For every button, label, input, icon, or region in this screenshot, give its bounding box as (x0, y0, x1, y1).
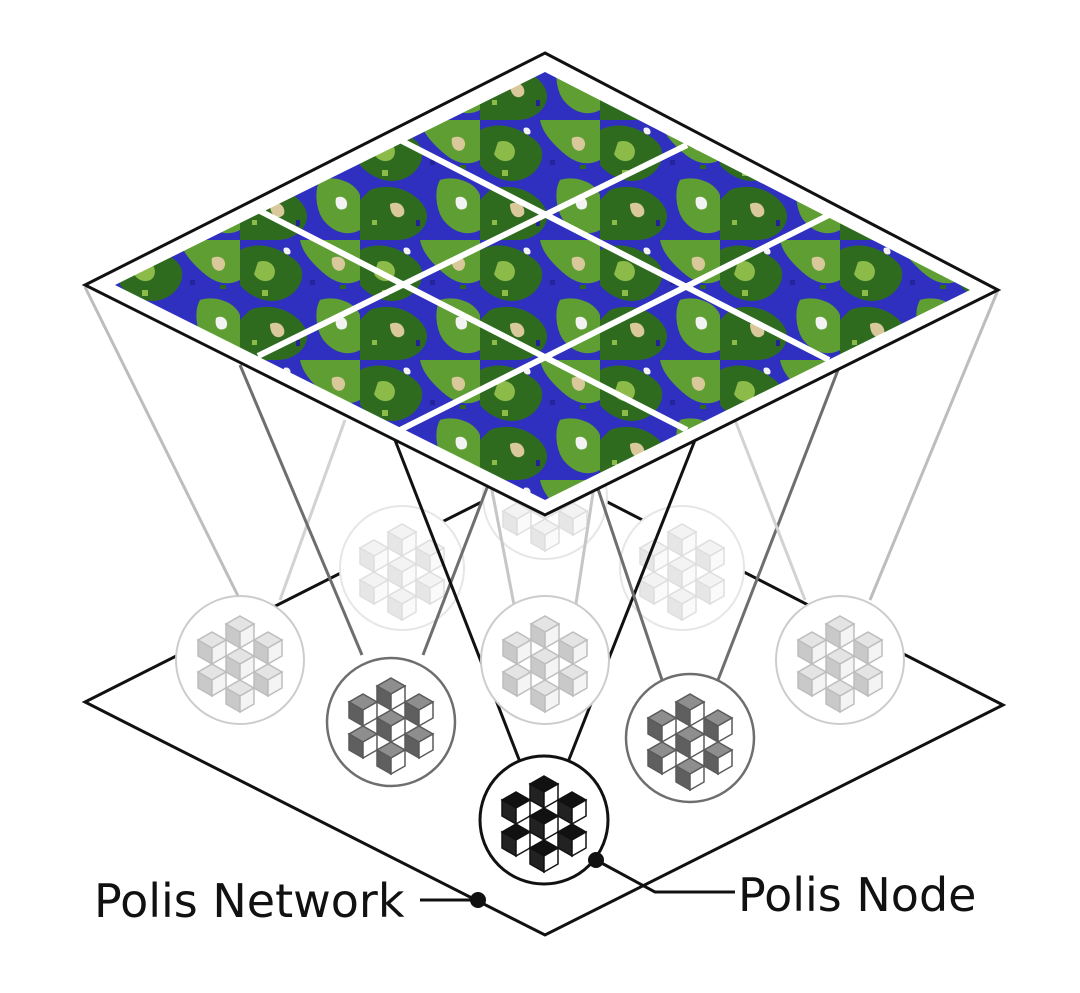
node-left-light (175, 595, 305, 725)
connection-lines (83, 286, 1000, 763)
network-callout (420, 892, 486, 908)
node-callout (588, 852, 735, 894)
node-back-right (619, 505, 745, 631)
world-map-grid (81, 51, 1002, 517)
node-right-mid (624, 672, 756, 804)
node-front-dark (478, 754, 610, 886)
polis-node-label: Polis Node (738, 868, 976, 922)
polis-network-label: Polis Network (94, 874, 405, 928)
node-center-light (480, 595, 610, 725)
node-right-light (775, 595, 905, 725)
node-left-mid (325, 656, 457, 788)
